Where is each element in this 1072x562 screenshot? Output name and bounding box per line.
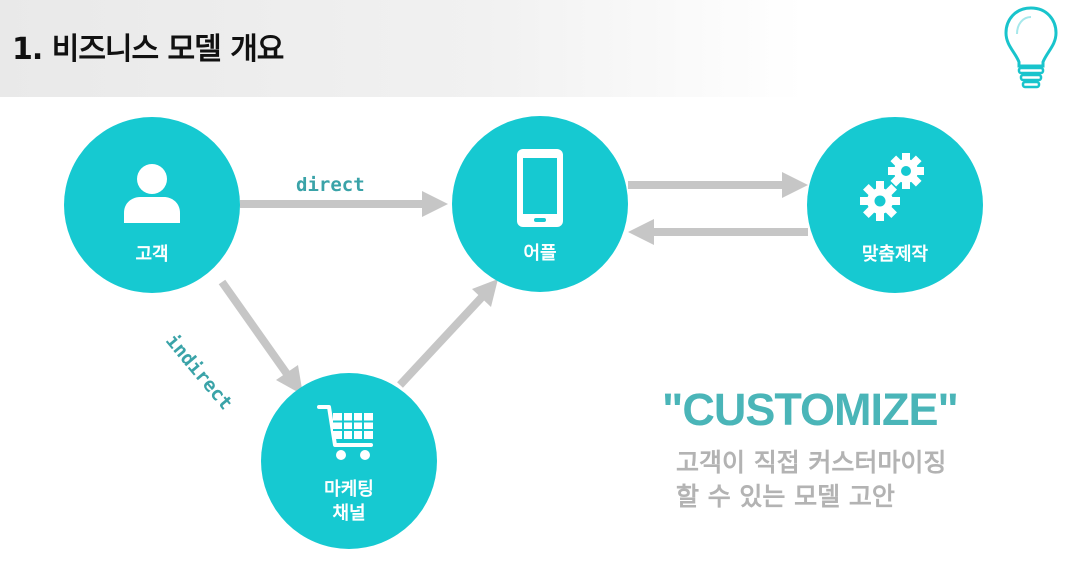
node-marketing-channel: 마케팅 채널 [261, 373, 437, 549]
smartphone-icon [517, 149, 563, 227]
shopping-cart-icon [317, 405, 373, 460]
node-label: 어플 [523, 243, 557, 264]
header-bar: 1. 비즈니스 모델 개요 [0, 0, 1072, 97]
gears-icon [860, 153, 924, 221]
node-customer: 고객 [64, 117, 240, 293]
edge-label-direct: direct [296, 174, 365, 196]
arrow-marketing-to-app [397, 279, 498, 388]
arrow-direct [240, 191, 448, 217]
arrow-custom-to-app [628, 219, 808, 245]
node-custom-production: 맞춤제작 [807, 117, 983, 293]
customize-description: 고객이 직접 커스터마이징 할 수 있는 모델 고안 [676, 446, 946, 514]
node-label: 마케팅 채널 [324, 479, 374, 524]
person-icon [124, 164, 180, 223]
arrow-indirect [218, 279, 303, 395]
description-line-1: 고객이 직접 커스터마이징 [676, 448, 947, 477]
node-label: 맞춤제작 [861, 244, 929, 265]
arrow-app-to-custom [628, 172, 808, 198]
node-label: 고객 [135, 244, 169, 265]
customize-headline: "CUSTOMIZE" [662, 384, 959, 435]
lightbulb-logo-icon [1004, 6, 1058, 89]
node-app: 어플 [452, 116, 628, 292]
page-title: 1. 비즈니스 모델 개요 [12, 32, 284, 67]
description-line-2: 할 수 있는 모델 고안 [676, 482, 895, 511]
